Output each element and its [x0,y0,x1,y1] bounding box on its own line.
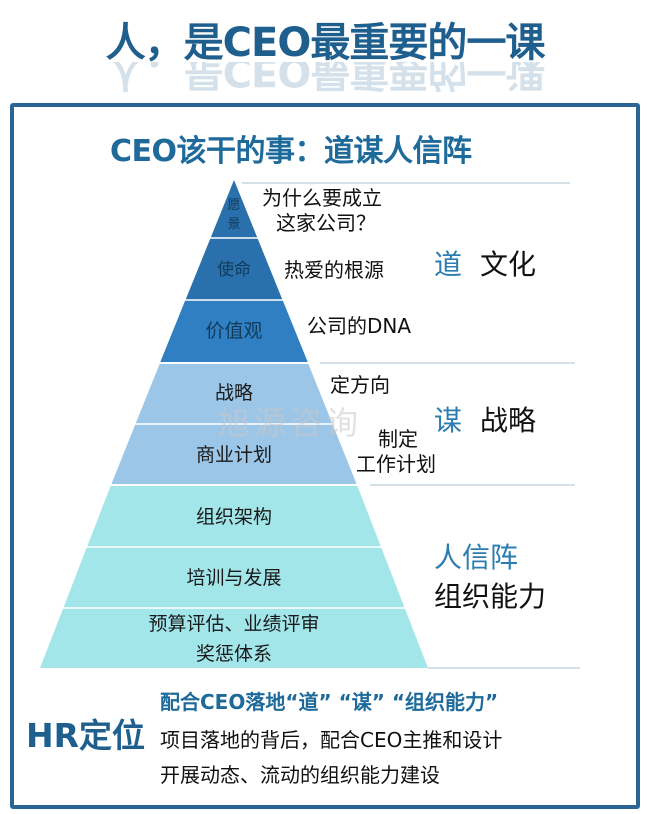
page-title: 人，是CEO最重要的一课 [105,20,546,66]
hr-headline: 配合CEO落地“道” “谋” “组织能力” [160,690,499,714]
desc-vision: 为什么要成立 这家公司？ [262,186,382,235]
layer-label-values: 价值观 [205,320,263,342]
category-key-people: 人信阵 [434,541,519,574]
layer-label-vision: 愿景 [227,198,241,232]
hr-line-2: 开展动态、流动的组织能力建设 [160,763,440,787]
layer-label-training: 培训与发展 [186,567,282,589]
content-frame [10,103,640,809]
panel-subtitle: CEO该干的事：道谋人信阵 [110,134,472,169]
desc-business-plan: 制定 工作计划 [356,427,436,476]
layer-label-budget-review: 预算评估、业绩评审 奖惩体系 [148,613,320,665]
hr-positioning-label: HR定位 [26,716,146,755]
desc-values: 公司的DNA [307,314,412,338]
layer-label-business-plan: 商业计划 [195,444,272,466]
pyramid-tier-ren [40,485,428,668]
category-value-strategy: 战略 [480,404,537,437]
category-value-org-capability: 组织能力 [434,580,547,613]
category-key-mou: 谋 [434,404,463,437]
desc-strategy: 定方向 [330,373,390,397]
layer-label-org-structure: 组织架构 [195,506,272,528]
watermark: 旭源咨询 [218,404,363,442]
hr-line-1: 项目落地的背后，配合CEO主推和设计 [160,728,503,752]
category-value-culture: 文化 [480,248,537,281]
layer-label-strategy: 战略 [214,382,253,404]
layer-label-mission: 使命 [217,260,251,280]
category-key-dao: 道 [434,248,463,281]
desc-mission: 热爱的根源 [284,258,384,282]
